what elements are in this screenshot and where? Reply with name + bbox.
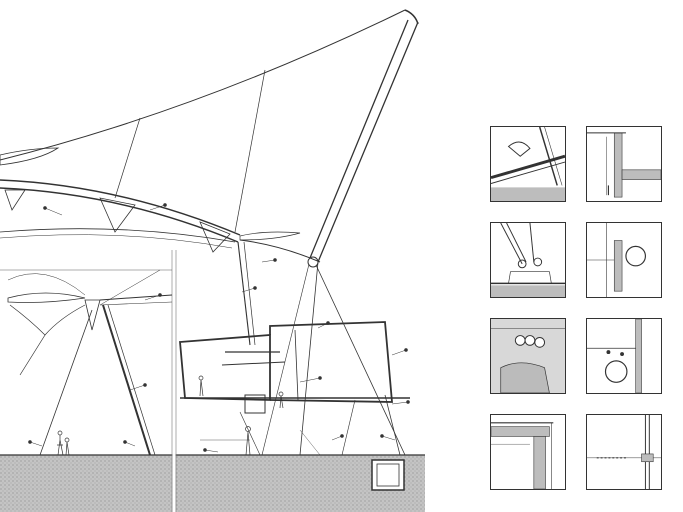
detail-pipe-wall	[586, 222, 662, 298]
roof-edge-detail-icon	[491, 127, 565, 201]
detail-roof-edge	[490, 126, 566, 202]
detail-strut-base	[490, 222, 566, 298]
detail-wall-roof-junction	[586, 126, 662, 202]
lower-left-roof	[0, 269, 173, 456]
detail-wall-joint	[586, 414, 662, 490]
detail-bolted-node	[490, 318, 566, 394]
detail-pipe-anchor	[586, 318, 662, 394]
central-volume	[179, 321, 410, 456]
detail-slab-corner	[490, 414, 566, 490]
human-figures	[57, 375, 284, 456]
wall-roof-junction-detail-icon	[587, 132, 661, 198]
bolted-node-detail-icon	[491, 319, 565, 393]
slab-corner-detail-icon	[491, 422, 554, 489]
wall-joint-detail-icon	[587, 415, 661, 489]
pipe-wall-detail-icon	[587, 223, 647, 297]
annotation-leaders	[28, 203, 410, 453]
upper-roof	[0, 147, 321, 346]
pipe-anchor-detail-icon	[587, 319, 642, 393]
ground	[0, 250, 425, 512]
mast-and-cables	[0, 9, 419, 456]
strut-base-detail-icon	[491, 223, 565, 297]
